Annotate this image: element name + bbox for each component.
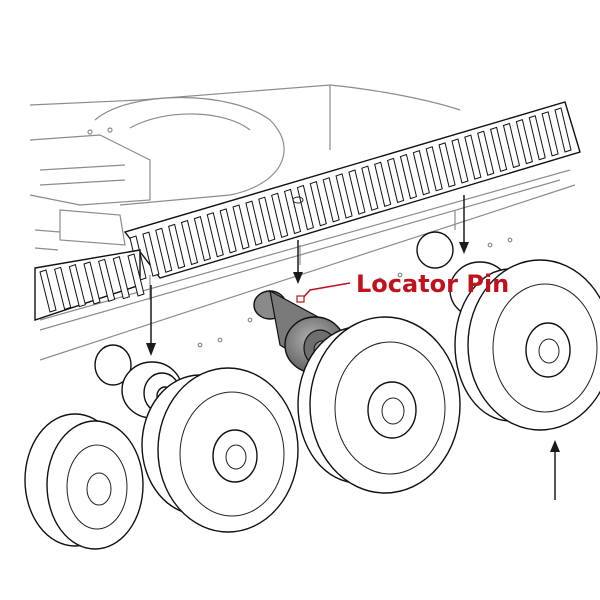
track-link (155, 227, 173, 273)
track-link (68, 264, 86, 308)
track-link (232, 204, 250, 250)
track-link (451, 138, 469, 184)
track-link (54, 266, 72, 310)
track-link (490, 126, 508, 173)
road-wheel-center (297, 316, 461, 494)
track-link (386, 157, 405, 204)
track-link (348, 169, 366, 215)
track-link (322, 177, 340, 223)
road-wheel-far-left (24, 413, 144, 550)
track-link (112, 256, 130, 300)
locator-pin-marker (292, 196, 351, 303)
track-link (515, 118, 533, 165)
track-link (98, 258, 116, 302)
track-link (219, 208, 237, 254)
road-wheel-center-left (141, 367, 299, 533)
track-link (296, 184, 315, 231)
track-link (502, 122, 521, 169)
track-link (399, 153, 418, 200)
track-link (193, 215, 211, 262)
track-link (283, 188, 302, 235)
track-link (438, 142, 456, 188)
track-link (127, 253, 145, 297)
track-link (554, 107, 572, 153)
track-link (412, 150, 430, 196)
track-link (335, 173, 353, 219)
track-link (39, 269, 57, 313)
upper-track-run (123, 101, 581, 281)
track-link (142, 231, 160, 277)
track-link (309, 181, 327, 227)
track-link (361, 165, 379, 211)
track-link (245, 200, 263, 246)
track-link (83, 261, 101, 305)
track-link (528, 115, 546, 161)
track-link (271, 192, 289, 238)
track-link (180, 219, 199, 266)
assembly-arrows (146, 195, 560, 500)
track-link (206, 212, 224, 258)
track-link (464, 134, 482, 180)
track-link (258, 196, 276, 242)
track-link (425, 146, 443, 192)
road-wheel-right (454, 259, 600, 431)
lower-left-track-segment (34, 249, 145, 321)
locator-pin-label: Locator Pin (356, 270, 510, 298)
track-link (168, 223, 186, 270)
track-link (477, 130, 495, 176)
track-link (541, 111, 559, 157)
track-link (374, 161, 392, 207)
